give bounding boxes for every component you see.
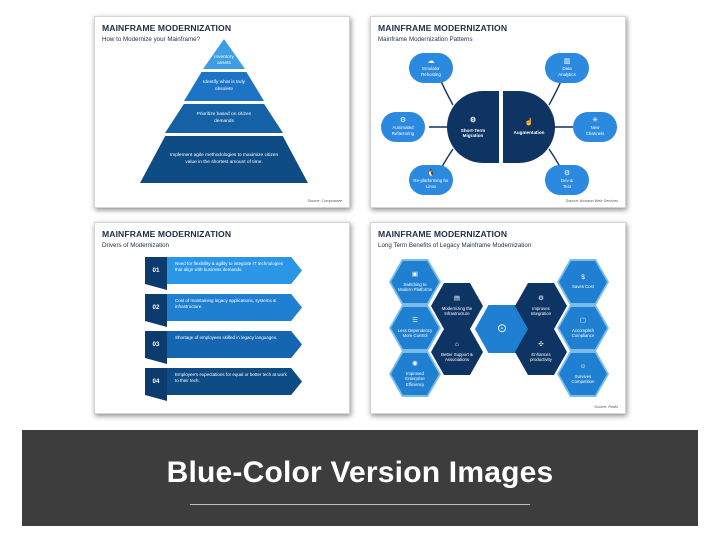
driver-text: Need for flexibility & agility to integr… bbox=[167, 257, 302, 284]
slide-title: MAINFRAME MODERNIZATION bbox=[102, 229, 232, 239]
slide-subtitle: Mainframe Modernization Patterns bbox=[378, 36, 473, 43]
pyramid-level-3: Prioritize based on citizen demands bbox=[165, 104, 283, 133]
augmentation-half: ☝ Augmentation bbox=[503, 91, 555, 163]
slide-subtitle: Drivers of Modernization bbox=[102, 242, 170, 249]
driver-text: Employee's expectations for equal or bet… bbox=[167, 368, 302, 395]
driver-row: 03 Shortage of employees skilled in lega… bbox=[145, 331, 302, 364]
pyramid-level-2: Identify what is truly obsolete bbox=[184, 72, 264, 101]
hex-improves-integration: ⚙ Improves Integration bbox=[515, 283, 567, 329]
chip-icon: ⊙ bbox=[496, 321, 508, 336]
hex-label: Survives Competition bbox=[571, 373, 595, 385]
slide-title: MAINFRAME MODERNIZATION bbox=[102, 23, 232, 33]
list-icon: ☰ bbox=[412, 317, 418, 325]
money-icon: $ bbox=[581, 273, 585, 281]
center-label: Augmentation bbox=[513, 130, 545, 135]
migration-icon: ⚙ bbox=[469, 116, 477, 124]
driver-number: 04 bbox=[145, 368, 167, 395]
server-icon: ▤ bbox=[453, 295, 461, 303]
slide-title: MAINFRAME MODERNIZATION bbox=[378, 23, 508, 33]
slide-thumbnail-drivers[interactable]: MAINFRAME MODERNIZATION Drivers of Moder… bbox=[94, 222, 350, 414]
source-note: Source: Redis bbox=[594, 405, 618, 409]
hex-saves-cost: $ Saves Cost bbox=[559, 261, 607, 303]
team-icon: ☺ bbox=[579, 363, 587, 371]
hex-switching-platforms: ▣ Switching to Modern Platforms bbox=[391, 261, 439, 303]
driver-text: Shortage of employees skilled in legacy … bbox=[167, 331, 302, 358]
hex-label: Less Dependency More Control bbox=[397, 327, 433, 339]
driver-number: 02 bbox=[145, 294, 167, 321]
efficiency-icon: ◉ bbox=[412, 360, 418, 368]
short-term-migration-half: ⚙ Short-Term Migration bbox=[447, 91, 499, 163]
analytics-icon: ▥ bbox=[563, 58, 571, 66]
bubble-label: Dev & Test bbox=[561, 178, 573, 189]
hex-enhances-productivity: ✣ Enhances productivity bbox=[515, 329, 567, 375]
integration-icon: ⚙ bbox=[538, 295, 544, 303]
hex-accomplish-compliance: ▢ Accomplish Compliance bbox=[559, 307, 607, 349]
bubble-dev-test: ⚙ Dev & Test bbox=[545, 165, 589, 195]
banner-underline bbox=[190, 504, 530, 505]
gear-cloud-icon: ☁ bbox=[427, 58, 435, 66]
pyramid-level-text: Implement agile methodologies to maximiz… bbox=[169, 153, 279, 165]
hex-survives-competition: ☺ Survives Competition bbox=[559, 353, 607, 395]
gear-icon: ⚙ bbox=[399, 117, 407, 125]
bubble-label: New Channels bbox=[585, 125, 605, 136]
linux-icon: 🐧 bbox=[426, 170, 436, 178]
driver-tail bbox=[145, 321, 167, 327]
productivity-icon: ✣ bbox=[538, 341, 544, 349]
source-note: Source: Amazon Web Services bbox=[565, 199, 618, 203]
driver-row: 04 Employee's expectations for equal or … bbox=[145, 368, 302, 401]
bubble-label: Data Analytics bbox=[558, 66, 576, 77]
network-icon: ✳ bbox=[592, 117, 598, 125]
hand-touch-icon: ☝ bbox=[524, 119, 534, 126]
slide-thumbnail-patterns[interactable]: MAINFRAME MODERNIZATION Mainframe Modern… bbox=[370, 16, 626, 208]
hex-label: Accomplish Compliance bbox=[571, 327, 595, 339]
hex-modernizing-infrastructure: ▤ Modernizing the Infrastructure bbox=[431, 283, 483, 329]
driver-tail bbox=[145, 395, 167, 401]
pyramid-level-1: Inventory assets bbox=[203, 39, 245, 69]
driver-tail bbox=[145, 358, 167, 364]
hex-less-dependency: ☰ Less Dependency More Control bbox=[391, 307, 439, 349]
pyramid-level-text: Prioritize based on citizen demands bbox=[196, 112, 252, 124]
bubble-new-channels: ✳ New Channels bbox=[573, 112, 617, 142]
slide-subtitle: Long Term Benefits of Legacy Mainframe M… bbox=[378, 242, 532, 249]
driver-row: 02 Cost of maintaining legacy applicatio… bbox=[145, 294, 302, 327]
bubble-label: Re-platforming for Linux bbox=[413, 178, 449, 189]
bubble-automated-refactoring: ⚙ Automated Refactoring bbox=[381, 112, 425, 142]
hex-label: Enhances productivity bbox=[530, 351, 552, 363]
pyramid-level-text: Identify what is truly obsolete bbox=[202, 80, 246, 92]
hex-label: Better Support & Associations bbox=[441, 351, 473, 363]
slide-title: MAINFRAME MODERNIZATION bbox=[378, 229, 508, 239]
bubble-label: Automated Refactoring bbox=[391, 125, 415, 136]
driver-number: 03 bbox=[145, 331, 167, 358]
bubble-emulator-rehosting: ☁ Emulator Rehosting bbox=[409, 53, 453, 83]
pyramid-level-text: Inventory assets bbox=[214, 54, 234, 66]
platform-icon: ▣ bbox=[411, 271, 419, 279]
driver-row: 01 Need for flexibility & agility to int… bbox=[145, 257, 302, 290]
dev-icon: ⚙ bbox=[563, 170, 571, 178]
hex-label: Improves Integration bbox=[530, 305, 552, 317]
building-icon: ⌂ bbox=[455, 341, 459, 349]
slide-thumbnail-benefits[interactable]: MAINFRAME MODERNIZATION Long Term Benefi… bbox=[370, 222, 626, 414]
hex-improved-efficiency: ◉ Improved Enterprise Efficiency bbox=[391, 353, 439, 395]
hex-better-support: ⌂ Better Support & Associations bbox=[431, 329, 483, 375]
hex-label: Switching to Modern Platforms bbox=[398, 281, 432, 293]
slide-thumbnail-pyramid[interactable]: MAINFRAME MODERNIZATION How to Modernize… bbox=[94, 16, 350, 208]
bubble-data-analytics: ▥ Data Analytics bbox=[545, 53, 589, 83]
source-note: Source: Compuware bbox=[307, 199, 342, 203]
title-banner: Blue-Color Version Images bbox=[22, 430, 698, 526]
hex-label: Saves Cost bbox=[572, 284, 594, 290]
banner-title: Blue-Color Version Images bbox=[166, 456, 554, 489]
driver-text: Cost of maintaining legacy applications,… bbox=[167, 294, 302, 321]
center-label: Short-Term Migration bbox=[460, 127, 486, 138]
hex-label: Modernizing the Infrastructure bbox=[441, 305, 473, 317]
hex-label: Improved Enterprise Efficiency bbox=[405, 370, 425, 387]
bubble-replatforming-linux: 🐧 Re-platforming for Linux bbox=[409, 165, 453, 195]
pyramid-level-4: Implement agile methodologies to maximiz… bbox=[140, 136, 308, 183]
bubble-label: Emulator Rehosting bbox=[421, 66, 441, 77]
document-check-icon: ▢ bbox=[579, 317, 587, 325]
driver-number: 01 bbox=[145, 257, 167, 284]
center-circle: ⚙ Short-Term Migration ☝ Augmentation bbox=[447, 91, 555, 163]
driver-tail bbox=[145, 284, 167, 290]
slide-subtitle: How to Modernize your Mainframe? bbox=[102, 36, 201, 43]
